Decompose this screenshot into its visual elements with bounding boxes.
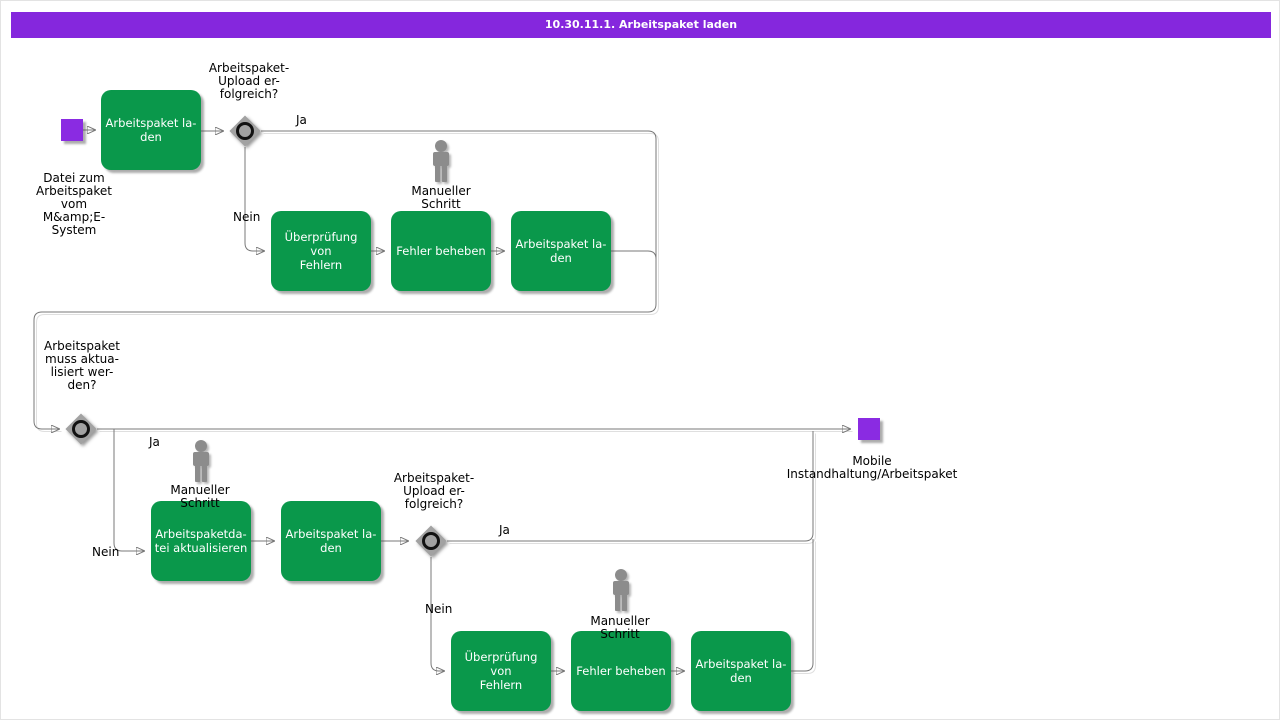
diamond-ring-icon [236,122,254,140]
branch-label-ja-1: Ja [296,113,307,127]
start-node [61,119,83,141]
diamond-ring-icon [422,532,440,550]
diamond-ring-icon [72,420,90,438]
activity-arbeitspaket-laden-2: Arbeitspaket la- den [511,211,611,291]
edge-d1-ja-to-d2 [33,130,657,429]
branch-label-nein-3: Nein [425,602,453,616]
edge-d1-nein-to-a2 [244,147,264,251]
edge-a9-merge [791,539,814,672]
activity-ueberpruefung-von-fehlern-2: Überprüfung von Fehlern [451,631,551,711]
edge-d2-nein-to-a5 [113,429,144,551]
branch-label-ja-3: Ja [499,523,510,537]
edge-d3-nein-to-a7 [430,557,444,671]
person-icon [187,440,215,482]
activity-arbeitspaket-laden-3: Arbeitspaket la- den [281,501,381,581]
decision-upload-erfolgreich-2 [413,523,449,559]
diagram-title: 10.30.11.1. Arbeitspaket laden [11,12,1271,38]
manual-step-label-3: Manueller Schritt [590,614,650,641]
edge-a4-merge [611,250,657,260]
activity-arbeitspaket-laden-4: Arbeitspaket la- den [691,631,791,711]
end-node [858,418,880,440]
activity-arbeitspaketdatei-aktualisieren: Arbeitspaketda- tei aktualisieren [151,501,251,581]
branch-label-ja-2: Ja [149,435,160,449]
activity-fehler-beheben-2: Fehler beheben [571,631,671,711]
branch-label-nein-2: Nein [92,545,120,559]
decision-label-upload-2: Arbeitspaket- Upload er- folgreich? [393,471,475,511]
start-node-label: Datei zum Arbeitspaket vom M&amp;E- Syst… [35,171,112,237]
activity-ueberpruefung-von-fehlern-1: Überprüfung von Fehlern [271,211,371,291]
activity-arbeitspaket-laden-1: Arbeitspaket la- den [101,90,201,170]
person-icon [607,569,635,611]
edge-d3-ja-merge [447,431,814,542]
manual-step-label-1: Manueller Schritt [411,184,471,211]
branch-label-nein-1: Nein [233,210,261,224]
decision-aktualisierung-noetig [63,411,99,447]
decision-upload-erfolgreich-1 [227,113,263,149]
decision-label-aktualisierung: Arbeitspaket muss aktua- lisiert wer- de… [43,339,120,392]
activity-fehler-beheben-1: Fehler beheben [391,211,491,291]
decision-label-upload-1: Arbeitspaket- Upload er- folgreich? [208,61,290,101]
end-node-label: Mobile Instandhaltung/Arbeitspaket [786,454,958,481]
manual-step-label-2: Manueller Schritt [170,483,230,510]
person-icon [427,140,455,182]
